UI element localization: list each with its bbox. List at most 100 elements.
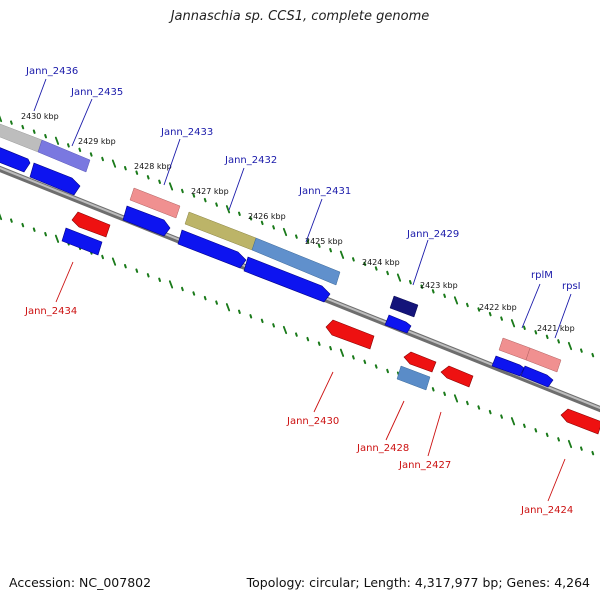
gene-feature-rplm[interactable] xyxy=(498,337,531,361)
tick-mark xyxy=(225,205,231,214)
leader-jann-2436 xyxy=(33,78,47,112)
tick-mark xyxy=(545,334,549,340)
gene-label-jann-2436[interactable]: Jann_2436 xyxy=(25,66,78,77)
tick-mark xyxy=(282,227,288,237)
gene-feature-jann-2429[interactable] xyxy=(389,295,419,318)
tick-mark xyxy=(374,266,378,271)
gene-label-jann-2430[interactable]: Jann_2430 xyxy=(286,416,339,427)
tick-mark xyxy=(453,394,459,403)
tick-mark xyxy=(260,220,264,226)
tick-mark xyxy=(203,197,207,203)
tick-mark xyxy=(453,296,459,305)
tick-mark xyxy=(32,129,36,134)
label-leader-lines xyxy=(33,78,572,502)
cds-arrow-jann-2428[interactable] xyxy=(403,351,437,373)
tick-mark xyxy=(101,254,104,260)
cds-arrow-rplm[interactable] xyxy=(491,355,525,377)
tick-mark xyxy=(510,417,516,426)
tick-mark xyxy=(54,234,60,243)
tick-mark xyxy=(466,302,469,308)
gene-label-jann-2432[interactable]: Jann_2432 xyxy=(224,155,277,166)
gene-feature-jann-2431[interactable] xyxy=(251,237,341,286)
tick-mark xyxy=(10,120,13,125)
tick-mark xyxy=(567,439,573,449)
kbp-label: 2422 kbp xyxy=(479,303,517,312)
tick-mark xyxy=(54,136,60,145)
tick-mark xyxy=(260,318,264,324)
gene-feature-jann-2428[interactable] xyxy=(396,365,431,391)
gene-feature-jann-2436[interactable] xyxy=(0,123,43,153)
feature-bars xyxy=(0,123,562,391)
gene-label-jann-2424[interactable]: Jann_2424 xyxy=(520,505,573,516)
gene-labels: Jann_2436 Jann_2435 Jann_2433 Jann_2432 … xyxy=(24,66,581,516)
gene-label-jann-2427[interactable]: Jann_2427 xyxy=(398,460,451,471)
tick-mark xyxy=(32,227,36,232)
gene-label-jann-2433[interactable]: Jann_2433 xyxy=(160,127,213,138)
tick-mark xyxy=(443,391,446,396)
kbp-label: 2429 kbp xyxy=(78,137,116,146)
cds-arrow-jann-2432[interactable] xyxy=(177,229,247,269)
tick-mark xyxy=(21,222,25,228)
tick-mark xyxy=(158,277,161,282)
cds-arrow-jann-2430[interactable] xyxy=(325,319,375,350)
tick-mark xyxy=(124,166,127,171)
cds-arrow-jann-2434[interactable] xyxy=(71,211,111,238)
tick-mark xyxy=(249,216,253,221)
cds-arrow-jann-2435[interactable] xyxy=(29,162,81,196)
gene-label-jann-2434[interactable]: Jann_2434 xyxy=(24,306,77,317)
kbp-label: 2423 kbp xyxy=(420,281,458,290)
cds-arrow-jann-2434-fwd[interactable] xyxy=(61,227,103,256)
tick-mark xyxy=(225,303,231,312)
gene-label-jann-2429[interactable]: Jann_2429 xyxy=(406,229,459,240)
kbp-label: 2421 kbp xyxy=(537,324,575,333)
tick-mark xyxy=(215,300,218,305)
tick-mark xyxy=(295,332,298,337)
gene-label-rpsi[interactable]: rpsI xyxy=(562,281,581,292)
tick-mark xyxy=(557,339,560,344)
kbp-label: 2426 kbp xyxy=(248,212,286,221)
tick-mark xyxy=(317,341,321,346)
tick-mark xyxy=(534,330,538,335)
cds-arrow-jann-2424[interactable] xyxy=(560,408,600,435)
cds-arrow-jann-2429[interactable] xyxy=(384,314,412,334)
tick-mark xyxy=(44,134,47,139)
cds-arrow-jann-2427[interactable] xyxy=(440,365,474,388)
cds-arrow-rpsi[interactable] xyxy=(520,365,554,388)
tick-mark xyxy=(386,368,389,374)
gene-label-jann-2431[interactable]: Jann_2431 xyxy=(298,186,351,197)
tick-mark xyxy=(0,115,3,123)
gene-label-jann-2435[interactable]: Jann_2435 xyxy=(70,87,123,98)
leader-jann-2434 xyxy=(55,261,74,303)
leader-jann-2433 xyxy=(163,138,181,186)
tick-mark xyxy=(44,232,47,237)
tick-mark xyxy=(591,450,595,456)
cds-arrow-jann-2436[interactable] xyxy=(0,146,31,173)
cds-arrow-jann-2431[interactable] xyxy=(243,256,331,303)
tick-mark xyxy=(146,175,150,180)
kbp-labels: 2430 kbp 2429 kbp 2428 kbp 2427 kbp 2426… xyxy=(21,112,575,333)
tick-mark xyxy=(181,188,184,194)
tick-mark xyxy=(523,423,526,428)
tick-mark xyxy=(363,359,367,365)
gene-feature-jann-2435[interactable] xyxy=(37,139,91,173)
gene-feature-jann-2433[interactable] xyxy=(129,187,181,219)
tick-mark xyxy=(238,211,241,216)
gene-label-rplm[interactable]: rplM xyxy=(531,270,553,281)
leader-rplm xyxy=(521,283,541,329)
tick-mark xyxy=(477,405,481,410)
tick-mark xyxy=(396,273,402,282)
tick-mark xyxy=(295,234,298,239)
gene-label-jann-2428[interactable]: Jann_2428 xyxy=(356,443,409,454)
leader-jann-2428 xyxy=(385,400,405,441)
cds-arrow-jann-2433[interactable] xyxy=(122,205,171,237)
tick-mark xyxy=(557,437,560,442)
leader-jann-2431 xyxy=(305,198,323,243)
tick-mark xyxy=(500,316,503,321)
tick-mark xyxy=(272,225,275,230)
tick-mark xyxy=(488,409,492,415)
tick-mark xyxy=(420,284,424,289)
leader-jann-2430 xyxy=(313,371,334,413)
gene-feature-rpsi[interactable] xyxy=(525,347,562,373)
tick-mark xyxy=(545,432,549,438)
